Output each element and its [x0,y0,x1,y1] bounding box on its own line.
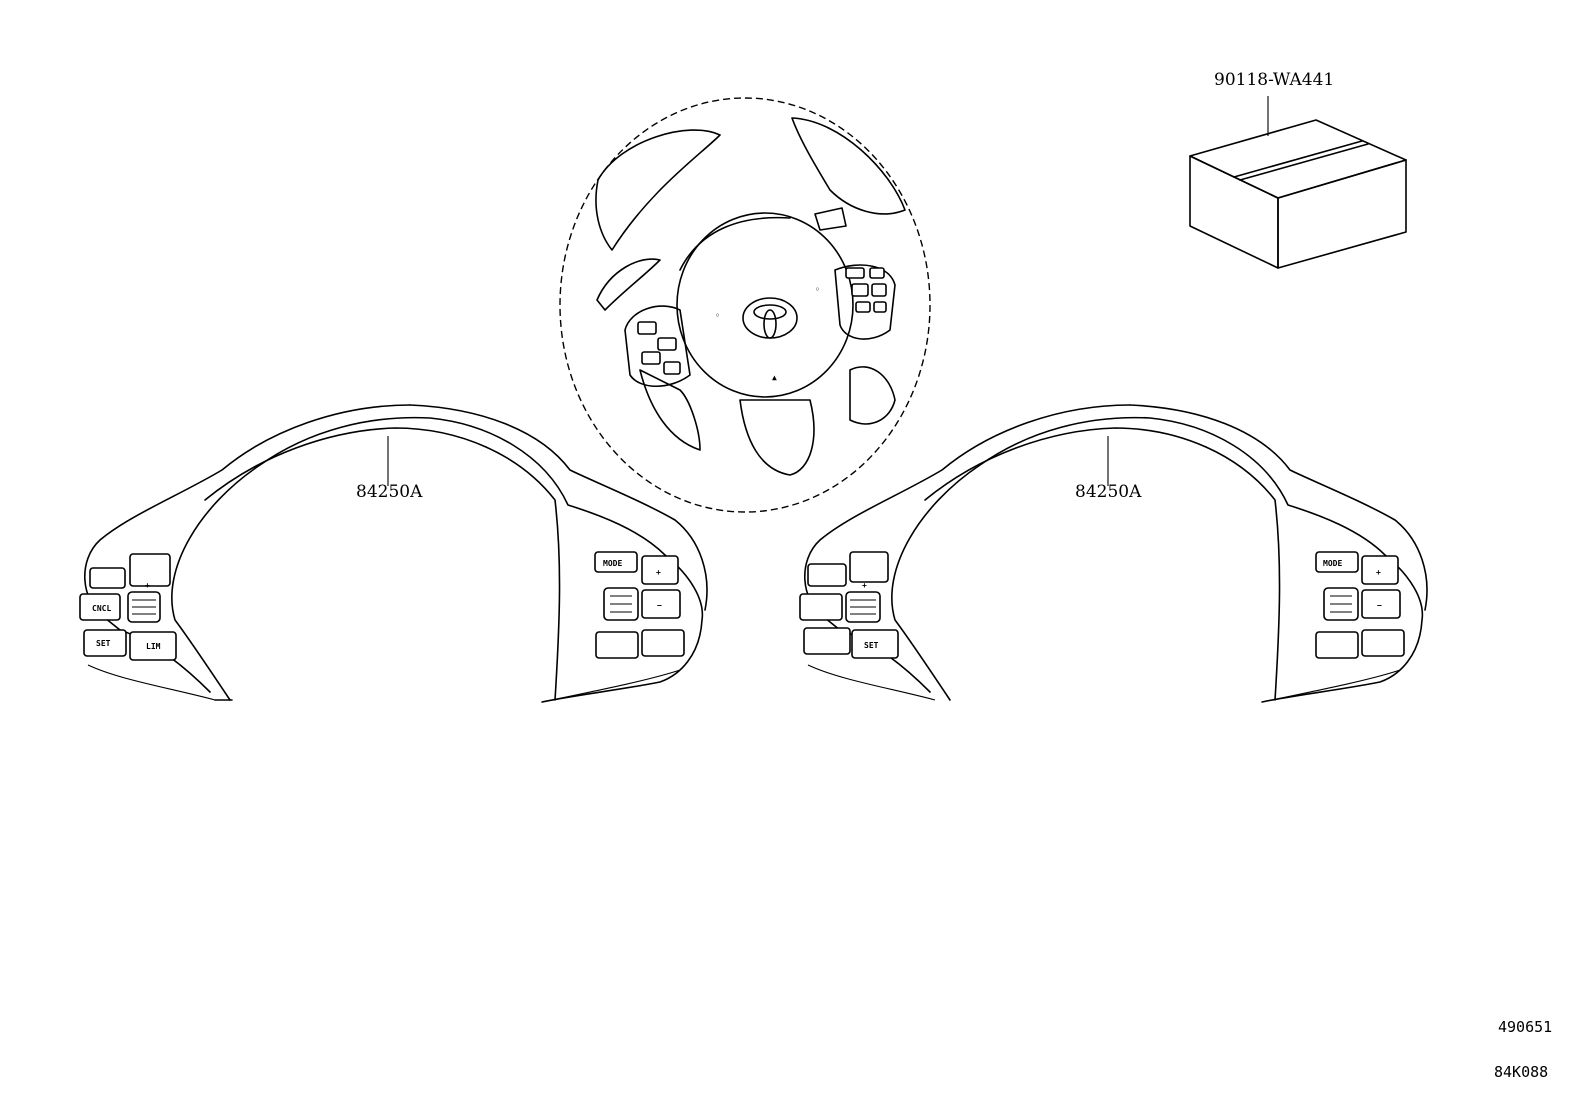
lim-button-label: LIM [146,642,161,651]
part-box-illustration [1189,96,1407,269]
callout-box-part: 90118-WA441 [1214,70,1335,90]
callout-switch-right: 84250A [1075,482,1142,502]
illustration-number: 490651 [1498,1018,1553,1036]
plus-button-label-right: + [1376,568,1381,577]
reference-code: 84K088 [1494,1063,1549,1081]
svg-text:+: + [862,581,867,590]
toyota-logo-icon [742,297,798,339]
switch-bezel-left: CNCL SET LIM + MODE + − [79,404,708,703]
svg-text:▲: ▲ [772,373,777,382]
svg-text:◦: ◦ [815,285,820,294]
mode-button-label-right: MODE [1323,559,1342,568]
plus-button-label: + [656,568,661,577]
svg-text:◦: ◦ [715,311,720,320]
set-button-label-right: SET [864,641,879,650]
steering-wheel-illustration: ◦ ◦ ▲ [559,97,931,513]
cncl-button-label: CNCL [92,604,111,613]
mode-button-label: MODE [603,559,622,568]
callout-switch-left: 84250A [356,482,423,502]
set-button-label: SET [96,639,111,648]
minus-button-label-right: − [1377,601,1382,610]
minus-button-label: − [657,601,662,610]
switch-bezel-right: SET + MODE + − [799,404,1428,703]
svg-text:+: + [145,581,150,590]
